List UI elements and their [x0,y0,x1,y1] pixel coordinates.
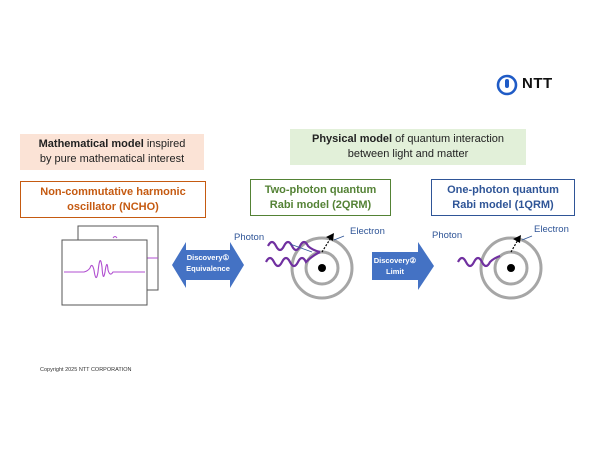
math-model-bold: Mathematical model [38,138,144,150]
qrm1-electron-arrow-icon [513,235,521,243]
qrm1-photon-wave [457,254,501,268]
discovery2-line2: Limit [386,267,404,276]
qrm1-nucleus [507,264,515,272]
math-model-rest2: by pure mathematical interest [39,153,185,165]
discovery1-line2: Equivalence [186,264,230,273]
ncho-model-box: Non-commutative harmonic oscillator (NCH… [20,181,206,218]
discovery2-line1: Discovery② [373,256,417,265]
photon-label-1qrm: Photon [432,230,463,241]
qrm2-line1: Two-photon quantum [264,184,377,196]
ncho-line1: Non-commutative harmonic [40,186,186,198]
electron-label-1qrm: Electron [534,224,569,235]
ncho-line2: oscillator (NCHO) [67,201,159,213]
qrm2-atom [290,233,354,300]
discovery1-line1: Discovery① [186,253,230,262]
physical-model-label: Physical model of quantum interaction be… [290,129,526,165]
qrm1-line1: One-photon quantum [447,184,559,196]
ntt-logo: NTT [496,74,560,96]
discovery2-label: Discovery② Limit [373,255,417,277]
qrm2-electron-arrow-icon [326,233,334,241]
math-model-label: Mathematical model inspired by pure math… [20,134,204,170]
qrm2-photon-wave-1 [267,240,321,254]
math-model-rest1: inspired [143,138,186,150]
discovery1-label: Discovery① Equivalence [178,252,238,274]
physical-model-rest1: of quantum interaction [392,133,504,145]
ntt-logo-mark-icon [496,74,518,96]
qrm1-line2: Rabi model (1QRM) [452,199,554,211]
physical-model-bold: Physical model [312,133,393,145]
qrm2-model-box: Two-photon quantum Rabi model (2QRM) [250,179,391,216]
qrm1-atom [479,235,543,300]
discovery1-double-arrow [172,242,244,288]
photon-label-2qrm: Photon [234,232,265,243]
qrm2-line2: Rabi model (2QRM) [269,199,372,211]
discovery2-arrow [372,242,434,290]
qrm2-nucleus [318,264,326,272]
electron-label-2qrm: Electron [350,226,385,237]
copyright-text: Copyright 2025 NTT CORPORATION [40,367,132,373]
ncho-plot-front [61,239,148,306]
ntt-logo-text: NTT [522,75,553,92]
physical-model-rest2: between light and matter [347,148,469,160]
qrm1-model-box: One-photon quantum Rabi model (1QRM) [431,179,575,216]
qrm2-photon-wave-2 [265,251,321,268]
